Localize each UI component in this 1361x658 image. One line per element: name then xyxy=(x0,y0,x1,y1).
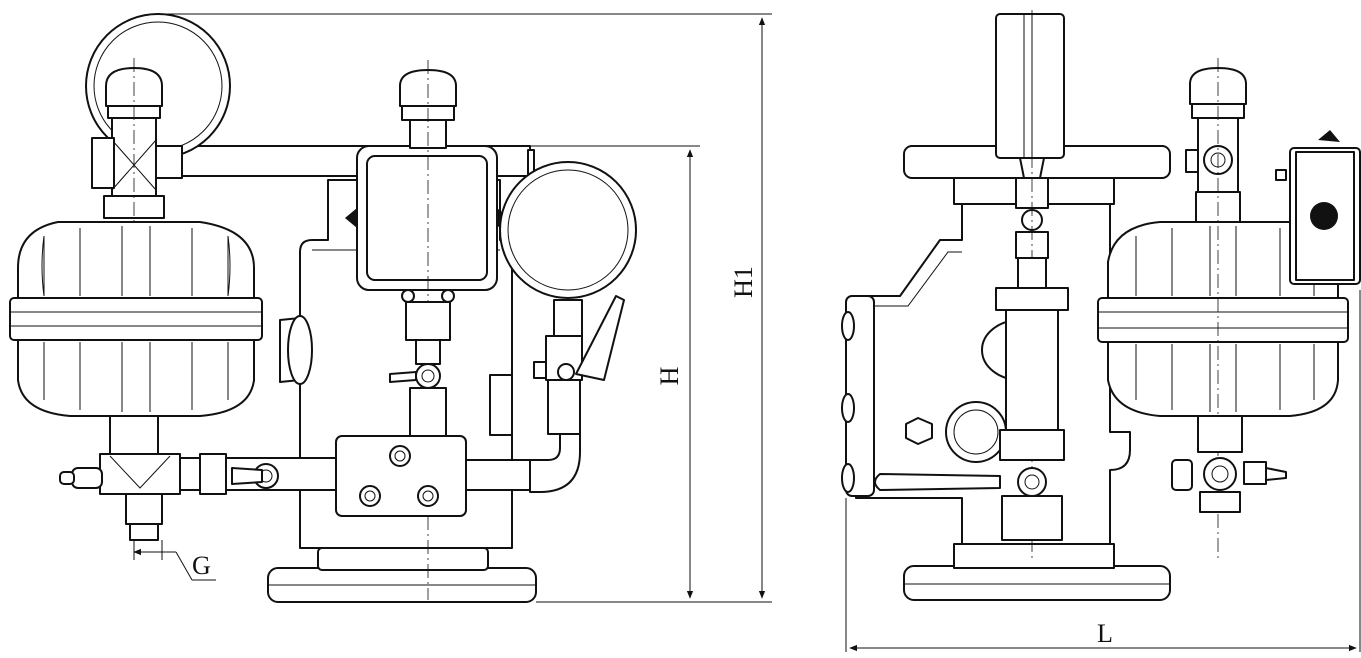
lower-fittings-right xyxy=(1171,415,1287,513)
gauge-edge-side xyxy=(995,10,1065,560)
cross-fitting xyxy=(91,58,183,560)
dimensions-front xyxy=(133,13,772,603)
dimension-label-H1: H1 xyxy=(729,266,758,298)
accumulator-left xyxy=(9,221,263,417)
pressure-gauge-right xyxy=(499,161,637,435)
front-view: H H1 G xyxy=(9,13,772,603)
top-cap-center xyxy=(399,60,457,600)
vertical-pipe-side xyxy=(874,257,1069,541)
electrical-box xyxy=(345,145,509,303)
bottom-flange xyxy=(267,547,537,603)
top-cap-right xyxy=(1185,58,1247,560)
bottom-flange-side xyxy=(903,543,1171,601)
center-valve-stack xyxy=(389,301,451,437)
side-view: L xyxy=(841,10,1361,652)
gauge-right-edge xyxy=(1275,130,1361,285)
dimensions-side xyxy=(845,290,1361,652)
pipeline-front xyxy=(179,433,581,517)
valve-body-side xyxy=(841,203,1131,545)
dimension-label-H: H xyxy=(655,366,684,385)
lower-fittings-left xyxy=(59,415,181,541)
dimension-label-G: G xyxy=(192,551,211,580)
dimension-label-L: L xyxy=(1097,619,1113,648)
